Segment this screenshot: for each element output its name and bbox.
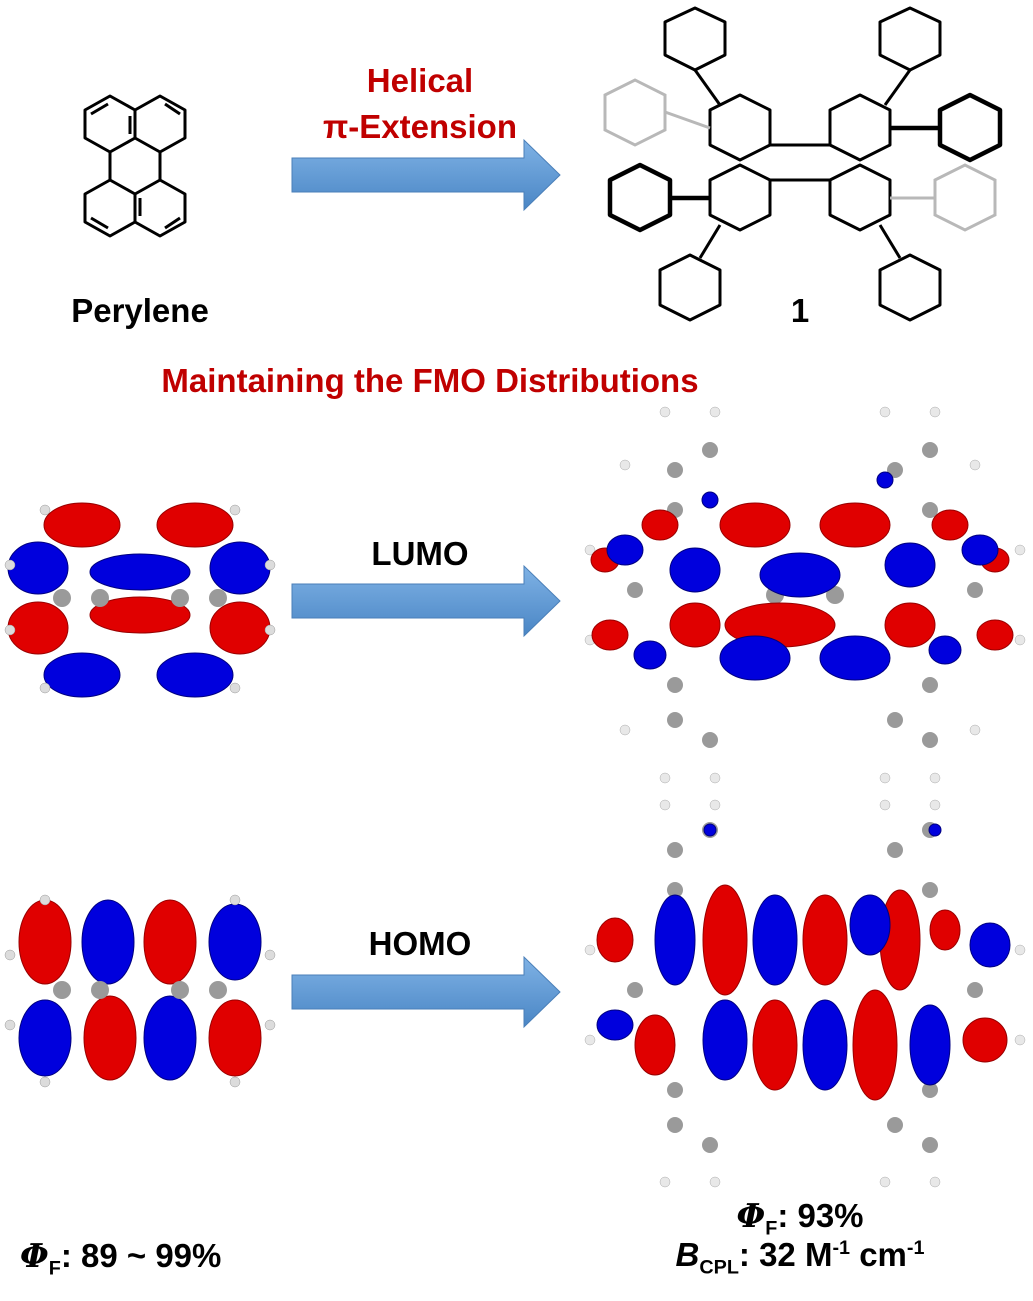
perylene-quantum-yield: ΦF: 89 ~ 99% bbox=[20, 1236, 280, 1281]
phi-symbol: Φ bbox=[736, 1196, 766, 1235]
phi-symbol: Φ bbox=[20, 1236, 49, 1275]
arrow-homo bbox=[291, 955, 561, 1029]
perylene-homo-orbital bbox=[4, 894, 276, 1088]
arrow-lumo bbox=[291, 564, 561, 638]
compound-1-bcpl: BCPL: 32 M-1 cm-1 bbox=[610, 1236, 990, 1280]
bcpl-sup2: -1 bbox=[906, 1237, 925, 1259]
compound-1-homo-orbital bbox=[584, 799, 1026, 1188]
lumo-label: LUMO bbox=[371, 535, 469, 572]
phi-value: : 89 ~ 99% bbox=[60, 1237, 222, 1274]
arrow-top bbox=[291, 138, 561, 212]
bcpl-value: : 32 M bbox=[738, 1236, 833, 1273]
arrow-label-pi-extension: π-Extension bbox=[323, 108, 517, 145]
compound-1-label: 1 bbox=[790, 292, 810, 329]
perylene-structure bbox=[83, 94, 187, 238]
homo-label: HOMO bbox=[368, 925, 472, 962]
phi-value: : 93% bbox=[777, 1197, 864, 1234]
bcpl-subscript: CPL bbox=[699, 1256, 739, 1279]
bcpl-symbol: B bbox=[675, 1236, 700, 1273]
phi-subscript: F bbox=[48, 1257, 61, 1280]
compound-1-lumo-orbital bbox=[584, 406, 1026, 784]
bcpl-unit: cm bbox=[850, 1236, 907, 1273]
arrow-label-helical: Helical bbox=[366, 62, 474, 99]
phi-subscript: F bbox=[765, 1217, 778, 1240]
bcpl-sup1: -1 bbox=[832, 1237, 851, 1259]
perylene-label: Perylene bbox=[71, 292, 209, 329]
subtitle: Maintaining the FMO Distributions bbox=[161, 362, 699, 399]
compound-1-structure bbox=[603, 6, 1003, 322]
compound-1-quantum-yield: ΦF: 93% bbox=[650, 1196, 950, 1241]
perylene-lumo-orbital bbox=[4, 502, 276, 698]
